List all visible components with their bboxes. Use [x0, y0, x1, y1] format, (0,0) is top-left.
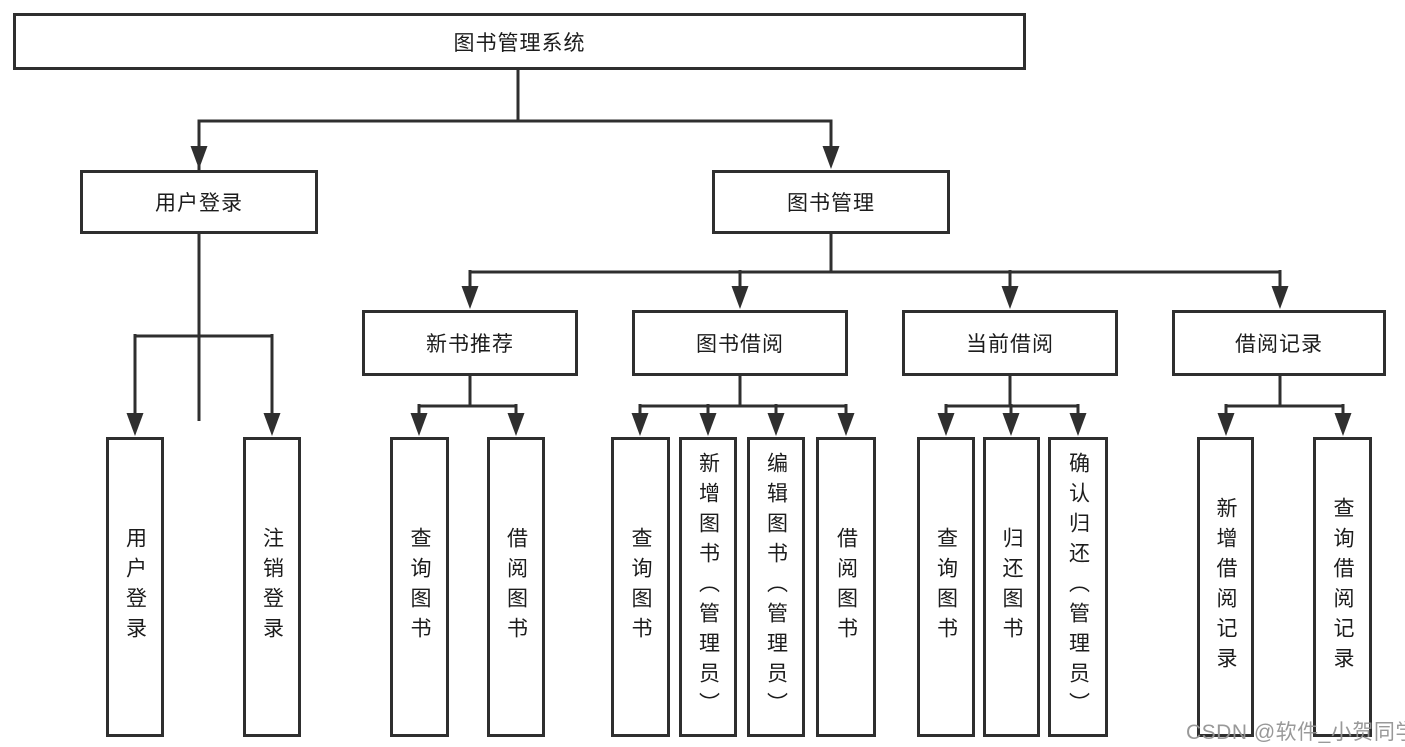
leaf-query-books-current-label: 查询图书: [934, 527, 958, 647]
leaf-query-books-recommend: 查询图书: [390, 437, 449, 737]
node-new-book-recommend-label: 新书推荐: [426, 333, 514, 356]
leaf-user-login: 用户登录: [106, 437, 164, 737]
leaf-confirm-return-admin: 确认归还（管理员）: [1048, 437, 1108, 737]
node-current-borrowing-label: 当前借阅: [966, 333, 1054, 356]
leaf-borrow-books-recommend: 借阅图书: [487, 437, 545, 737]
leaf-confirm-return-admin-label: 确认归还（管理员）: [1066, 452, 1090, 722]
leaf-return-books: 归还图书: [983, 437, 1040, 737]
leaf-add-borrow-record-label: 新增借阅记录: [1214, 497, 1237, 677]
leaf-add-books-admin: 新增图书（管理员）: [679, 437, 737, 737]
leaf-add-borrow-record: 新增借阅记录: [1197, 437, 1254, 737]
node-borrowing-records: 借阅记录: [1172, 310, 1386, 376]
leaf-edit-books-admin: 编辑图书（管理员）: [747, 437, 805, 737]
node-current-borrowing: 当前借阅: [902, 310, 1118, 376]
leaf-query-books-borrowing-label: 查询图书: [629, 527, 652, 647]
node-book-borrowing-label: 图书借阅: [696, 333, 784, 356]
node-user-login-label: 用户登录: [155, 192, 243, 215]
leaf-edit-books-admin-label: 编辑图书（管理员）: [764, 452, 788, 722]
leaf-borrow-books-label: 借阅图书: [834, 527, 858, 647]
leaf-query-borrow-record: 查询借阅记录: [1313, 437, 1372, 737]
leaf-return-books-label: 归还图书: [1000, 527, 1023, 647]
watermark-text: CSDN @软件_小贺同学: [1186, 721, 1405, 744]
node-user-login: 用户登录: [80, 170, 318, 234]
node-borrowing-records-label: 借阅记录: [1235, 333, 1323, 356]
node-root-label: 图书管理系统: [453, 31, 586, 55]
node-book-management: 图书管理: [712, 170, 950, 234]
leaf-query-books-borrowing: 查询图书: [611, 437, 670, 737]
leaf-logout-label: 注销登录: [260, 527, 284, 647]
leaf-logout: 注销登录: [243, 437, 301, 737]
leaf-add-books-admin-label: 新增图书（管理员）: [696, 452, 720, 722]
node-new-book-recommend: 新书推荐: [362, 310, 578, 376]
node-book-management-label: 图书管理: [787, 192, 875, 215]
node-root: 图书管理系统: [13, 13, 1026, 70]
leaf-query-borrow-record-label: 查询借阅记录: [1331, 497, 1354, 677]
leaf-query-books-recommend-label: 查询图书: [408, 527, 431, 647]
leaf-user-login-label: 用户登录: [123, 527, 147, 647]
leaf-borrow-books: 借阅图书: [816, 437, 876, 737]
arrowhead-icons: [126, 146, 1352, 436]
node-book-borrowing: 图书借阅: [632, 310, 848, 376]
leaf-borrow-books-recommend-label: 借阅图书: [504, 527, 528, 647]
leaf-query-books-current: 查询图书: [917, 437, 975, 737]
